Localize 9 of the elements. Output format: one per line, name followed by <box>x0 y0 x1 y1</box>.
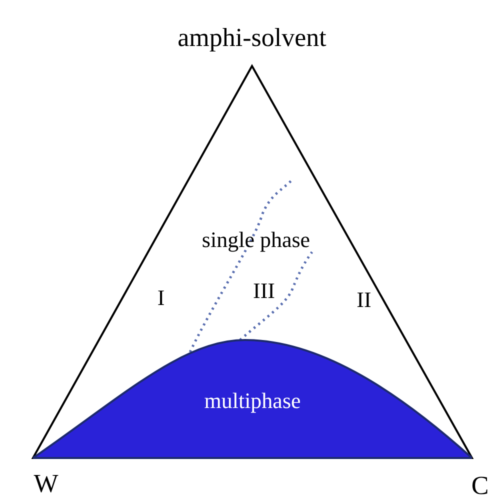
region-label: single phase <box>202 229 310 251</box>
region-label: III <box>253 280 275 302</box>
multiphase-region <box>33 336 472 460</box>
vertex-label: W <box>34 471 58 497</box>
vertex-label: C <box>471 473 489 499</box>
region-label: I <box>157 287 165 309</box>
region-label: multiphase <box>204 390 301 412</box>
region-label: II <box>356 289 372 311</box>
vertex-label: amphi-solvent <box>178 25 326 51</box>
